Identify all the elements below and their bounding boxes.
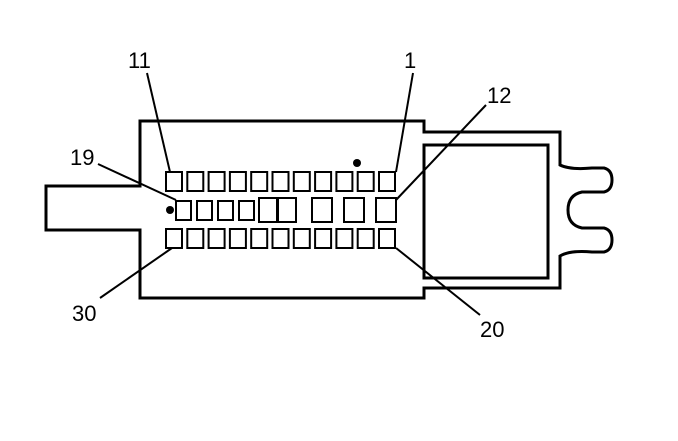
leader-line-20	[395, 247, 481, 316]
cavity-bottom-30	[165, 228, 183, 249]
cavity-middle-12	[343, 197, 365, 223]
pin-label-30: 30	[72, 301, 96, 326]
cavity-bottom-26	[250, 228, 269, 249]
leader-line-11	[146, 72, 171, 173]
pin-label-1: 1	[404, 48, 416, 73]
cavity-bottom-25	[271, 228, 290, 249]
cavity-top-8	[228, 171, 247, 192]
index-dot-middle	[166, 206, 174, 214]
connector-body-outline	[44, 119, 614, 300]
cavity-bottom-21	[356, 228, 375, 249]
cavity-middle-11	[375, 197, 397, 223]
cavity-bottom-28	[207, 228, 226, 249]
leader-line-19	[97, 163, 177, 201]
pin-label-11: 11	[128, 48, 151, 73]
cavity-top-4	[314, 171, 333, 192]
leader-line-30	[99, 247, 173, 299]
connector-inner-window	[422, 143, 550, 280]
cavity-middle-13	[311, 197, 333, 223]
cavity-bottom-22	[335, 228, 354, 249]
cavity-top-5	[292, 171, 311, 192]
cavity-bottom-29	[186, 228, 205, 249]
cavity-top-6	[271, 171, 290, 192]
cavity-top-11	[165, 171, 183, 192]
cavity-bottom-27	[228, 228, 247, 249]
top-cavity-row	[165, 171, 396, 192]
cavity-top-7	[250, 171, 269, 192]
cavity-bottom-23	[314, 228, 333, 249]
leader-line-12	[395, 104, 487, 201]
cavity-middle-18	[196, 200, 213, 221]
leader-line-1	[395, 72, 414, 173]
cavity-middle-17	[217, 200, 234, 221]
cavity-middle-16	[238, 200, 255, 221]
cavity-top-3	[335, 171, 354, 192]
cavity-top-9	[207, 171, 226, 192]
pin-label-20: 20	[480, 317, 504, 342]
cavity-bottom-24	[292, 228, 311, 249]
cavity-middle-15	[258, 197, 278, 223]
pin-label-19: 19	[70, 145, 94, 170]
middle-cavity-row	[175, 197, 397, 223]
cavity-middle-19	[175, 200, 192, 221]
index-dot-top	[353, 159, 361, 167]
cavity-middle-14	[277, 197, 297, 223]
pin-label-12: 12	[487, 83, 511, 108]
cavity-bottom-20	[378, 228, 396, 249]
cavity-top-10	[186, 171, 205, 192]
cavity-top-1	[378, 171, 396, 192]
cavity-top-2	[356, 171, 375, 192]
bottom-cavity-row	[165, 228, 396, 249]
